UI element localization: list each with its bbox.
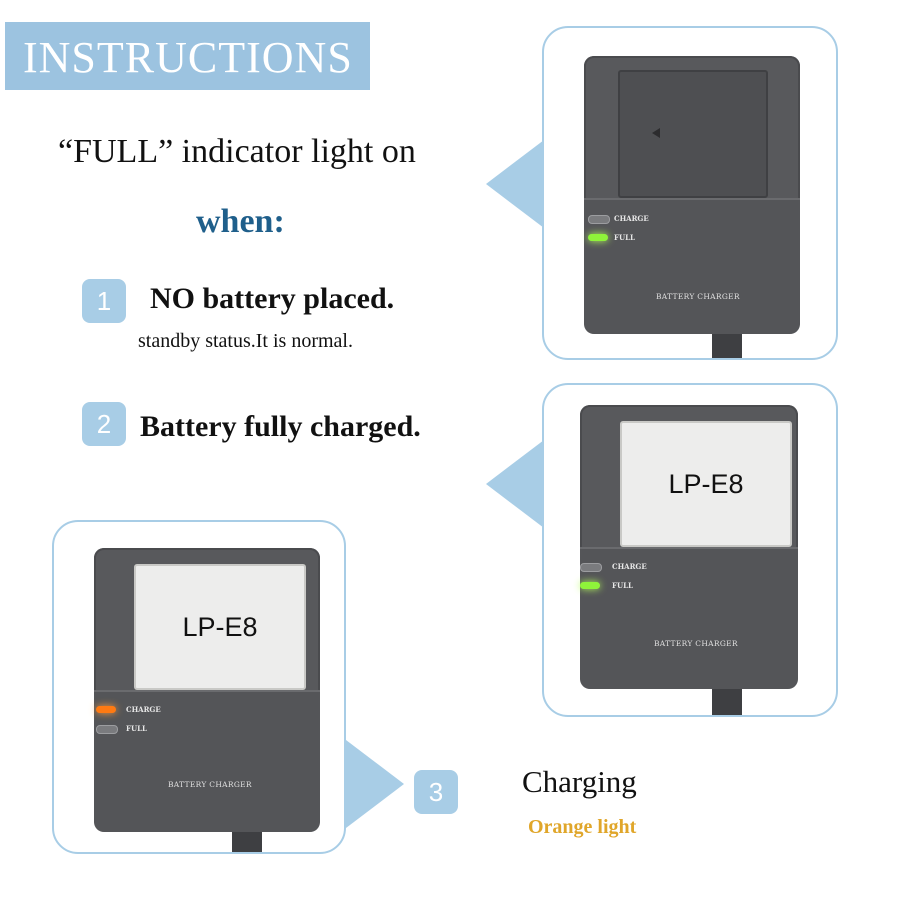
empty-battery-slot: [618, 70, 768, 198]
callout-pointer-3: [346, 740, 404, 828]
instructions-banner: INSTRUCTIONS: [5, 22, 370, 90]
charge-label: CHARGE: [612, 562, 647, 571]
charge-led: [580, 563, 602, 572]
charger-body: CHARGE FULL BATTERY CHARGER: [584, 56, 800, 334]
battery-lp-e8: LP-E8: [620, 421, 792, 547]
full-label: FULL: [614, 233, 635, 242]
step-1-badge: 1: [82, 279, 126, 323]
charger-body: LP-E8 CHARGE FULL BATTERY CHARGER: [94, 548, 320, 832]
charge-label: CHARGE: [126, 705, 161, 714]
heading-when: when:: [196, 203, 285, 240]
step-3-badge: 3: [414, 770, 458, 814]
battery-label: LP-E8: [182, 611, 258, 642]
step-1-subtitle: standby status.It is normal.: [138, 330, 353, 352]
battery-lp-e8: LP-E8: [134, 564, 306, 690]
full-label: FULL: [126, 724, 147, 733]
step-2-title: Battery fully charged.: [140, 410, 421, 443]
charger-base: CHARGE FULL BATTERY CHARGER: [580, 547, 798, 689]
step-1-title: NO battery placed.: [150, 282, 395, 315]
battery-label: LP-E8: [668, 468, 744, 499]
step-3-title: Charging: [522, 764, 637, 799]
heading-full-indicator: “FULL” indicator light on: [58, 133, 416, 170]
full-label: FULL: [612, 581, 633, 590]
charger-body: LP-E8 CHARGE FULL BATTERY CHARGER: [580, 405, 798, 689]
charge-led: [96, 706, 116, 713]
panel-no-battery: CHARGE FULL BATTERY CHARGER: [542, 26, 838, 360]
full-led: [588, 234, 608, 241]
step-2-badge: 2: [82, 402, 126, 446]
step-3-subtitle: Orange light: [528, 816, 637, 838]
brand-label: BATTERY CHARGER: [656, 292, 740, 301]
full-led: [580, 582, 600, 589]
insert-arrow-icon: [652, 128, 660, 138]
charger-base: CHARGE FULL BATTERY CHARGER: [584, 198, 800, 334]
callout-pointer-2: [486, 440, 544, 528]
panel-fully-charged: LP-E8 CHARGE FULL BATTERY CHARGER: [542, 383, 838, 717]
callout-pointer-1: [486, 140, 544, 228]
charger-base: CHARGE FULL BATTERY CHARGER: [94, 690, 320, 832]
charge-label: CHARGE: [614, 214, 649, 223]
charge-led: [588, 215, 610, 224]
full-led: [96, 725, 118, 734]
banner-title: INSTRUCTIONS: [23, 33, 353, 82]
panel-charging: LP-E8 CHARGE FULL BATTERY CHARGER: [52, 520, 346, 854]
brand-label: BATTERY CHARGER: [654, 639, 738, 648]
brand-label: BATTERY CHARGER: [168, 780, 252, 789]
